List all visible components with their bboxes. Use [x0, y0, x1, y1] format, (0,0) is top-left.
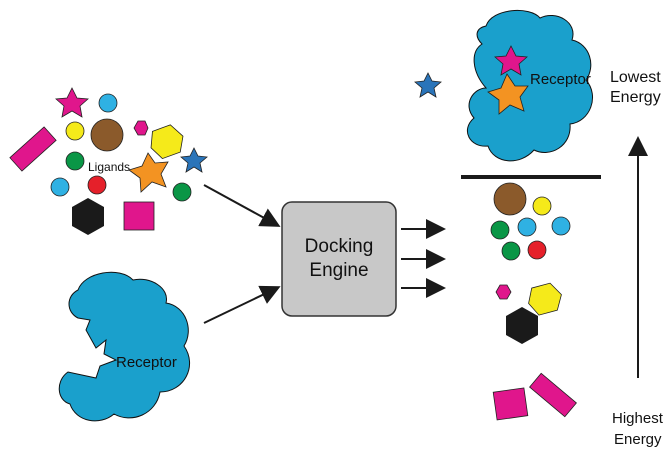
engine-label-line2: Engine [309, 260, 368, 281]
magenta-hexagon-icon [495, 284, 512, 300]
receptor-input: Receptor [58, 271, 190, 422]
engine-label-line1: Docking [305, 236, 374, 257]
ranked-ligand-list [490, 182, 577, 421]
yellow-hexagon-icon [528, 282, 562, 316]
energy-scale: Lowest Energy Highest Energy [610, 69, 664, 448]
red-circle-icon [527, 240, 547, 260]
ligands-label: Ligands [88, 160, 130, 174]
magenta-hexagon-icon [133, 120, 149, 136]
undocked-blue-star-icon [414, 72, 442, 98]
yellow-hexagon-icon [150, 124, 184, 160]
magenta-square-icon [123, 201, 155, 231]
highest-energy-label-line2: Energy [614, 431, 662, 448]
red-circle-icon [87, 175, 107, 195]
receptor-blob-icon [58, 271, 190, 422]
blue-star-icon [180, 147, 208, 173]
green-circle-icon [172, 182, 192, 202]
magenta-star-icon [55, 87, 89, 118]
magenta-square-icon [492, 387, 529, 421]
lowest-energy-label-line2: Energy [610, 89, 661, 106]
docking-engine-box: Docking Engine [281, 201, 397, 317]
light-blue-circle-icon [98, 93, 118, 113]
receptor-to-engine-arrow-icon [203, 285, 281, 324]
ligand-pile: Ligands [9, 87, 208, 235]
light-blue-circle-icon [551, 216, 571, 236]
receptor-blob-icon [467, 9, 594, 162]
orange-star-icon [128, 152, 169, 193]
docked-orange-star-icon [487, 73, 529, 115]
light-blue-circle-icon [50, 177, 70, 197]
docked-magenta-star-icon [494, 45, 528, 76]
brown-circle-icon [493, 182, 527, 216]
receptor-input-label: Receptor [116, 354, 177, 371]
green-circle-icon [501, 241, 521, 261]
ligand-to-engine-arrow-icon [203, 184, 281, 227]
magenta-rectangle-icon [9, 126, 57, 172]
black-hexagon-icon [72, 198, 104, 235]
magenta-rectangle-icon [529, 372, 577, 418]
yellow-circle-icon [65, 121, 85, 141]
green-circle-icon [65, 151, 85, 171]
light-blue-circle-icon [517, 217, 537, 237]
docked-complex: Receptor [414, 9, 594, 162]
black-hexagon-icon [506, 307, 538, 344]
receptor-docked-label: Receptor [530, 71, 591, 88]
highest-energy-label-line1: Highest [612, 410, 664, 427]
green-circle-icon [490, 220, 510, 240]
lowest-energy-label-line1: Lowest [610, 69, 661, 86]
output-arrows [401, 219, 446, 298]
brown-circle-icon [90, 118, 124, 152]
yellow-circle-icon [532, 196, 552, 216]
